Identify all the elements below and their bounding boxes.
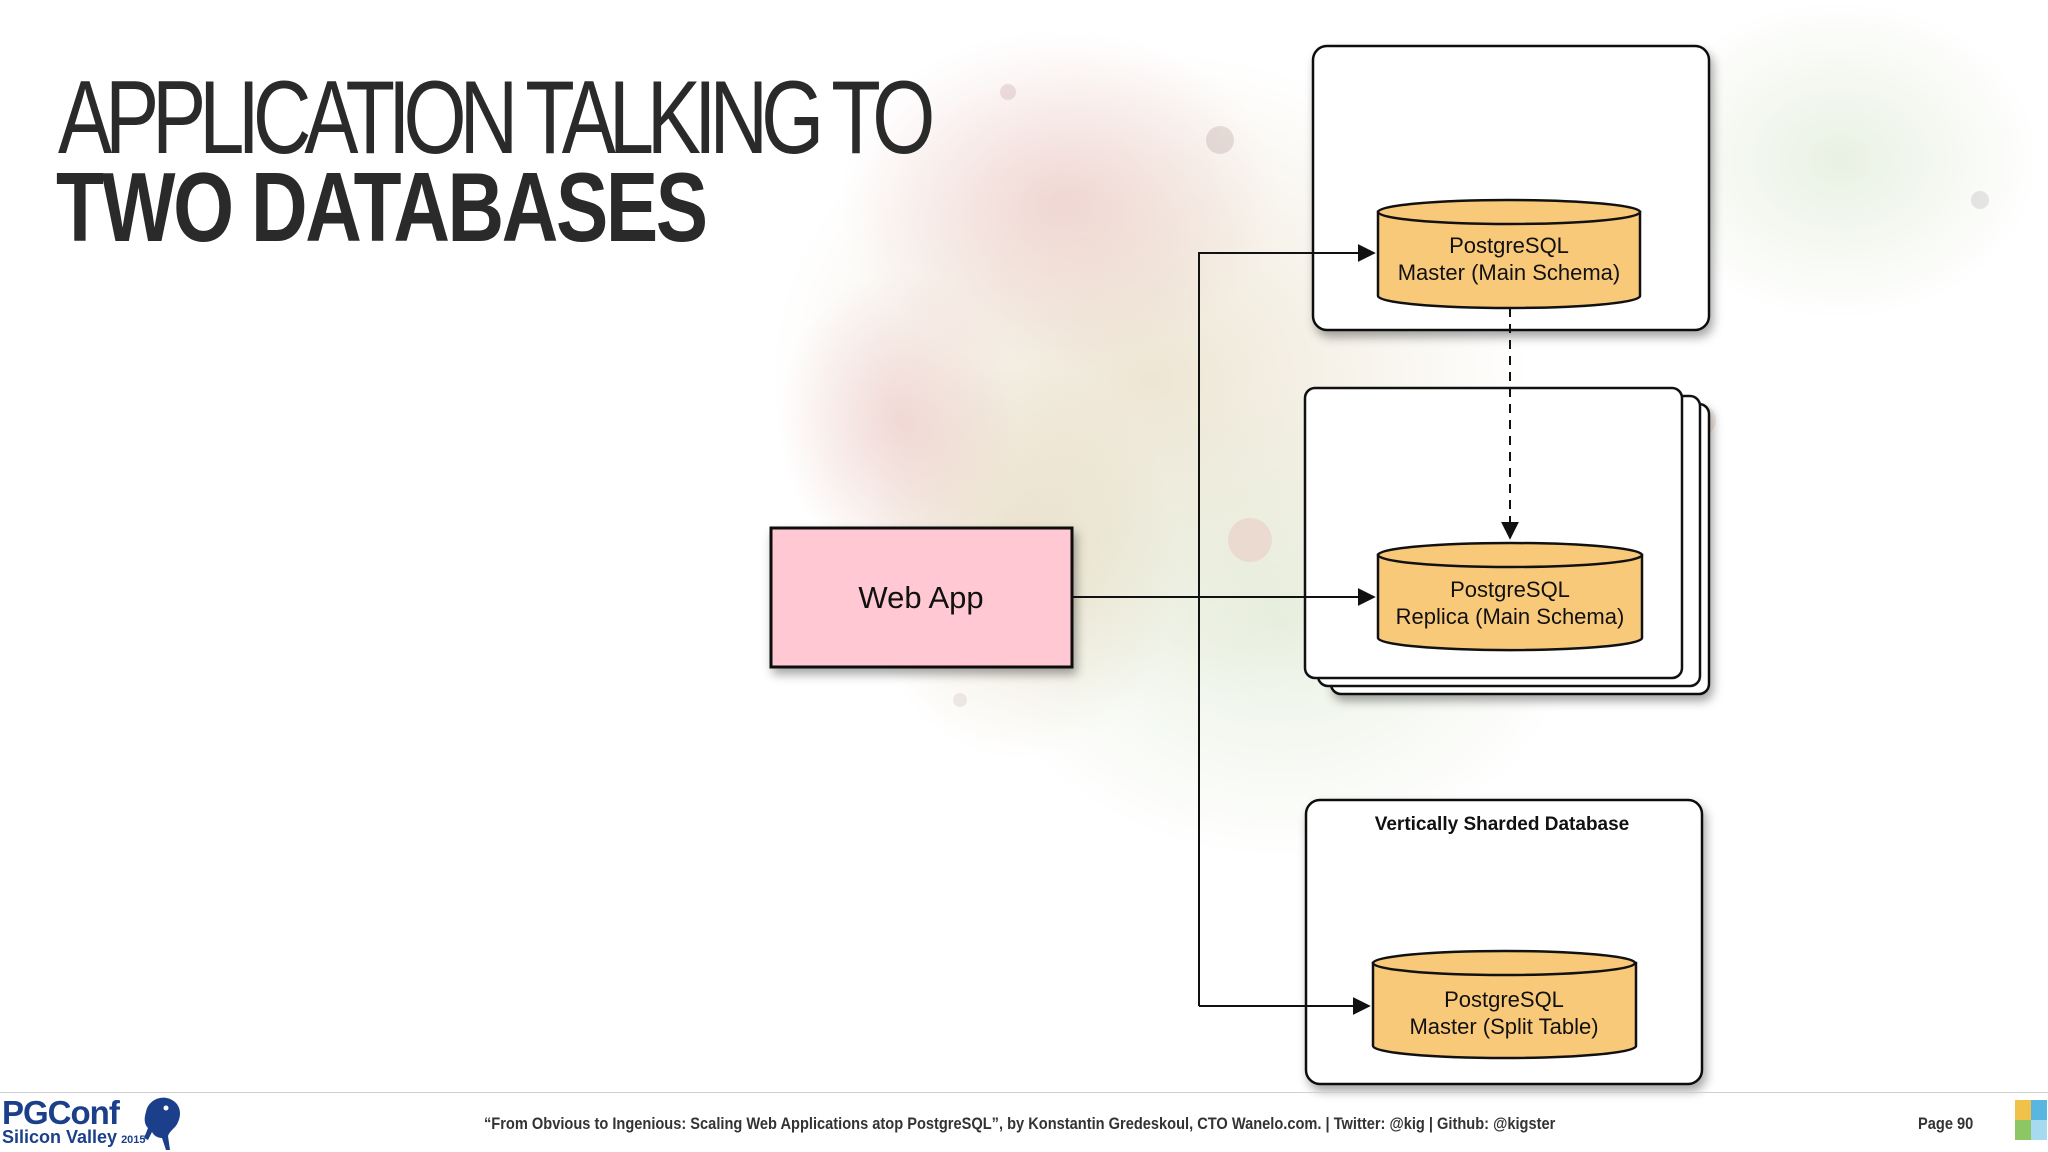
db-master-main-line2: Master (Main Schema)	[1398, 260, 1621, 285]
web-app-label: Web App	[858, 580, 983, 615]
logo-city: Silicon Valley	[2, 1127, 118, 1147]
page-number: Page 90	[1918, 1114, 1974, 1133]
db-master-split-line2: Master (Split Table)	[1409, 1014, 1598, 1039]
db-master-split-cylinder: PostgreSQL Master (Split Table)	[1371, 949, 1638, 1060]
sharded-group-label: Vertically Sharded Database	[1375, 814, 1630, 835]
db-replica-main-cylinder: PostgreSQL Replica (Main Schema)	[1376, 541, 1644, 652]
db-replica-main-line2: Replica (Main Schema)	[1396, 604, 1625, 629]
db-master-main-cylinder: PostgreSQL Master (Main Schema)	[1376, 198, 1642, 310]
db-replica-main-line1: PostgreSQL	[1450, 577, 1570, 602]
web-app-box	[769, 526, 1074, 669]
footer-divider	[0, 1092, 2048, 1093]
elephant-icon	[144, 1097, 180, 1150]
db-master-main-line1: PostgreSQL	[1449, 233, 1569, 258]
db-master-split-line1: PostgreSQL	[1444, 987, 1564, 1012]
corner-squares-icon	[2015, 1100, 2047, 1140]
slide-title-line-1: APPLICATION TALKING TO	[58, 60, 935, 176]
logo-main-text: PGConf	[2, 1094, 120, 1131]
slide-title-line-2: TWO DATABASES	[56, 152, 708, 262]
footer-citation: “From Obvious to Ingenious: Scaling Web …	[484, 1114, 1556, 1133]
logo-year: 2015	[121, 1134, 146, 1146]
